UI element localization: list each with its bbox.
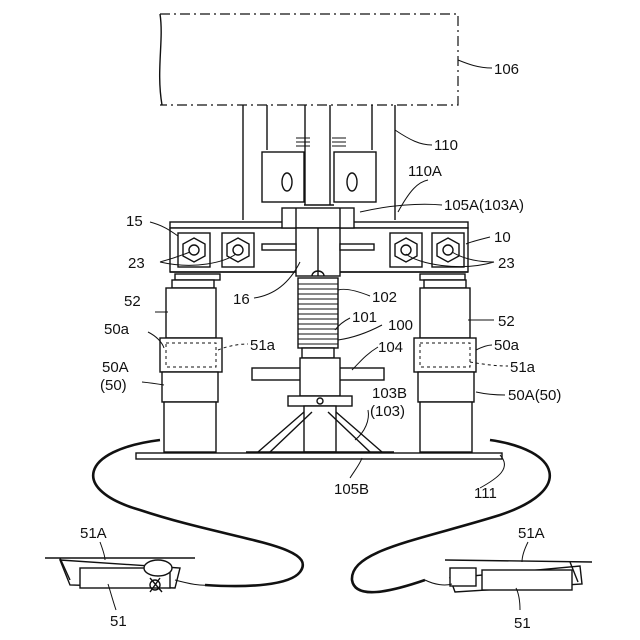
hydraulic-jack-right-50A: [414, 280, 476, 452]
label-105A: 105A(103A): [444, 197, 524, 214]
label-100: 100: [388, 317, 413, 334]
support-column-110: [243, 105, 395, 220]
label-102: 102: [372, 289, 397, 306]
label-50A-left-1: 50A: [102, 359, 129, 376]
label-23-right: 23: [498, 255, 515, 272]
hydraulic-jack-left-50A: [160, 280, 222, 452]
hand-pump-left-51: [45, 558, 210, 592]
label-10: 10: [494, 229, 511, 246]
label-50A-right: 50A(50): [508, 387, 561, 404]
label-103B-2: (103): [370, 403, 405, 420]
label-52-right: 52: [498, 313, 515, 330]
screw-shaft-101: [298, 278, 338, 358]
label-110: 110: [434, 137, 458, 154]
label-51-left: 51: [110, 613, 127, 630]
label-23-left: 23: [128, 255, 145, 272]
label-50A-left-2: (50): [100, 377, 127, 394]
label-51a-right: 51a: [510, 359, 536, 376]
label-50a-left: 50a: [104, 321, 130, 338]
label-51-right: 51: [514, 615, 531, 632]
label-15: 15: [126, 213, 143, 230]
label-106: 106: [494, 61, 519, 78]
beam-assembly: [170, 208, 468, 280]
upper-structure-106: [160, 14, 458, 105]
label-51A-left: 51A: [80, 525, 107, 542]
label-105B: 105B: [334, 481, 369, 498]
label-50a-right: 50a: [494, 337, 520, 354]
label-111: 111: [474, 485, 497, 502]
label-16: 16: [233, 291, 250, 308]
label-104: 104: [378, 339, 403, 356]
label-110A: 110A: [408, 163, 442, 180]
label-51a-left: 51a: [250, 337, 276, 354]
label-51A-right: 51A: [518, 525, 545, 542]
label-52-left: 52: [124, 293, 141, 310]
label-103B-1: 103B: [372, 385, 407, 402]
label-101: 101: [352, 309, 377, 326]
hand-pump-right-51: [425, 560, 592, 592]
